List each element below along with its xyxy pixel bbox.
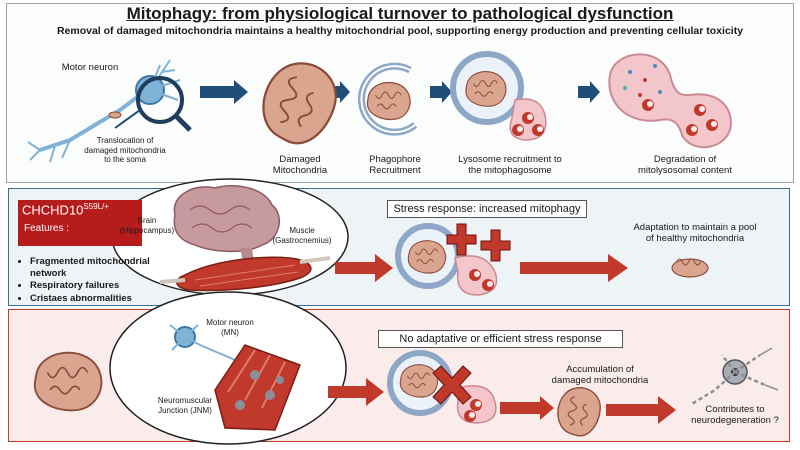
degradation-line-2: mitolysosomal content xyxy=(638,165,732,176)
accumulation-label: Accumulation of damaged mitochondria xyxy=(535,364,665,386)
junction-label: Neuromuscular Junction (JNM) xyxy=(145,396,225,415)
feature-item: Cristaes abnormalities xyxy=(30,293,160,305)
junction-line-1: Neuromuscular xyxy=(157,396,213,405)
mitophagosome-icon xyxy=(450,51,547,141)
mn-neuron-icon xyxy=(169,324,251,376)
accumulation-line-2: damaged mitochondria xyxy=(551,375,649,386)
phagophore-label: Phagophore Recruitment xyxy=(345,154,445,176)
mn-line-1: Motor neuron xyxy=(206,318,254,327)
adaptation-line-2: of healthy mitochondria xyxy=(645,233,745,244)
mn-label: Motor neuron (MN) xyxy=(190,318,270,337)
degenerating-neuron-icon xyxy=(689,347,779,407)
mitolysosome-icon xyxy=(608,53,732,149)
red-row-arrow-3 xyxy=(606,396,676,424)
feature-item: Fragmented mitochondrial network xyxy=(30,256,160,279)
model-name: CHCHD10 xyxy=(22,202,84,218)
muscle-line-1: Muscle xyxy=(289,226,315,235)
accumulated-mitochondrion-icon xyxy=(553,383,605,440)
accumulation-line-1: Accumulation of xyxy=(566,364,634,375)
lower-oval xyxy=(109,291,347,445)
phagophore-icon xyxy=(358,62,418,136)
phagophore-line-2: Recruitment xyxy=(369,165,421,176)
healthy-mitochondrion-icon xyxy=(671,258,709,278)
junction-line-2: Junction (JNM) xyxy=(158,405,212,415)
figure-title: Mitophagy: from physiological turnover t… xyxy=(126,4,674,23)
lysosome-line-2: the mitophagosome xyxy=(468,165,552,176)
damaged-line-2: Mitochondria xyxy=(272,165,328,176)
lysosome-line-1: Lysosome recruitment to xyxy=(458,154,562,165)
contributes-line-1: Contributes to xyxy=(705,404,765,415)
translocation-label: Translocation of damaged mitochondria to… xyxy=(70,136,180,165)
mn-line-2: (MN) xyxy=(221,327,239,337)
features-list: Fragmented mitochondrial network Respira… xyxy=(20,256,160,305)
stress-response-box: Stress response: increased mitophagy xyxy=(387,200,587,218)
blue-row-arrow-1 xyxy=(335,254,393,282)
brain-label: Brain (Hippocampus) xyxy=(112,216,182,235)
motor-neuron-label: Motor neuron xyxy=(61,62,119,73)
plus-icon-1 xyxy=(446,223,477,256)
damaged-line-1: Damaged xyxy=(279,154,321,165)
plus-icon-2 xyxy=(480,229,511,262)
left-damaged-mitochondrion-icon xyxy=(33,351,103,412)
lysosome-recruitment-label: Lysosome recruitment to the mitophagosom… xyxy=(445,154,575,176)
degradation-line-1: Degradation of xyxy=(653,154,717,165)
translocation-line-1: Translocation of xyxy=(96,136,154,145)
brain-line-1: Brain xyxy=(137,216,157,225)
figure-subtitle: Removal of damaged mitochondria maintain… xyxy=(56,25,744,37)
neurodegeneration-label: Contributes to neurodegeneration ? xyxy=(680,404,790,426)
features-label: Features : xyxy=(24,223,70,234)
degradation-label: Degradation of mitolysosomal content xyxy=(620,154,750,176)
brain-line-2: (Hippocampus) xyxy=(119,225,175,235)
no-response-box: No adaptative or efficient stress respon… xyxy=(378,330,623,348)
blue-row-arrow-2 xyxy=(520,254,628,282)
muscle-icon xyxy=(159,256,331,292)
feature-item: Respiratory failures xyxy=(30,280,160,292)
red-row-arrow-1 xyxy=(328,378,384,406)
translocation-line-3: to the soma xyxy=(104,155,146,164)
damaged-mitochondrion-icon xyxy=(251,52,347,154)
muscle-line-2: (Gastrocnemius) xyxy=(272,235,332,245)
blocked-mitophagy-icon xyxy=(387,350,497,424)
chchd10-title: CHCHD10S59L/+ xyxy=(22,202,109,217)
motor-neuron-illustration xyxy=(27,59,192,163)
contributes-line-2: neurodegeneration ? xyxy=(691,415,779,426)
neuromuscular-junction-icon xyxy=(214,344,301,431)
muscle-label: Muscle (Gastrocnemius) xyxy=(262,226,342,245)
red-row-arrow-2 xyxy=(500,396,554,420)
adaptation-label: Adaptation to maintain a pool of healthy… xyxy=(620,222,770,244)
phagophore-line-1: Phagophore xyxy=(369,154,421,165)
cross-icon xyxy=(432,365,472,405)
adaptation-line-1: Adaptation to maintain a pool xyxy=(633,222,757,233)
increased-mitophagy-icon xyxy=(395,223,511,296)
damaged-mitochondria-label: Damaged Mitochondria xyxy=(250,154,350,176)
chchd10-model-box: CHCHD10S59L/+ Features : xyxy=(18,200,142,246)
translocation-line-2: damaged mitochondria xyxy=(84,145,166,155)
model-superscript: S59L/+ xyxy=(83,202,109,211)
